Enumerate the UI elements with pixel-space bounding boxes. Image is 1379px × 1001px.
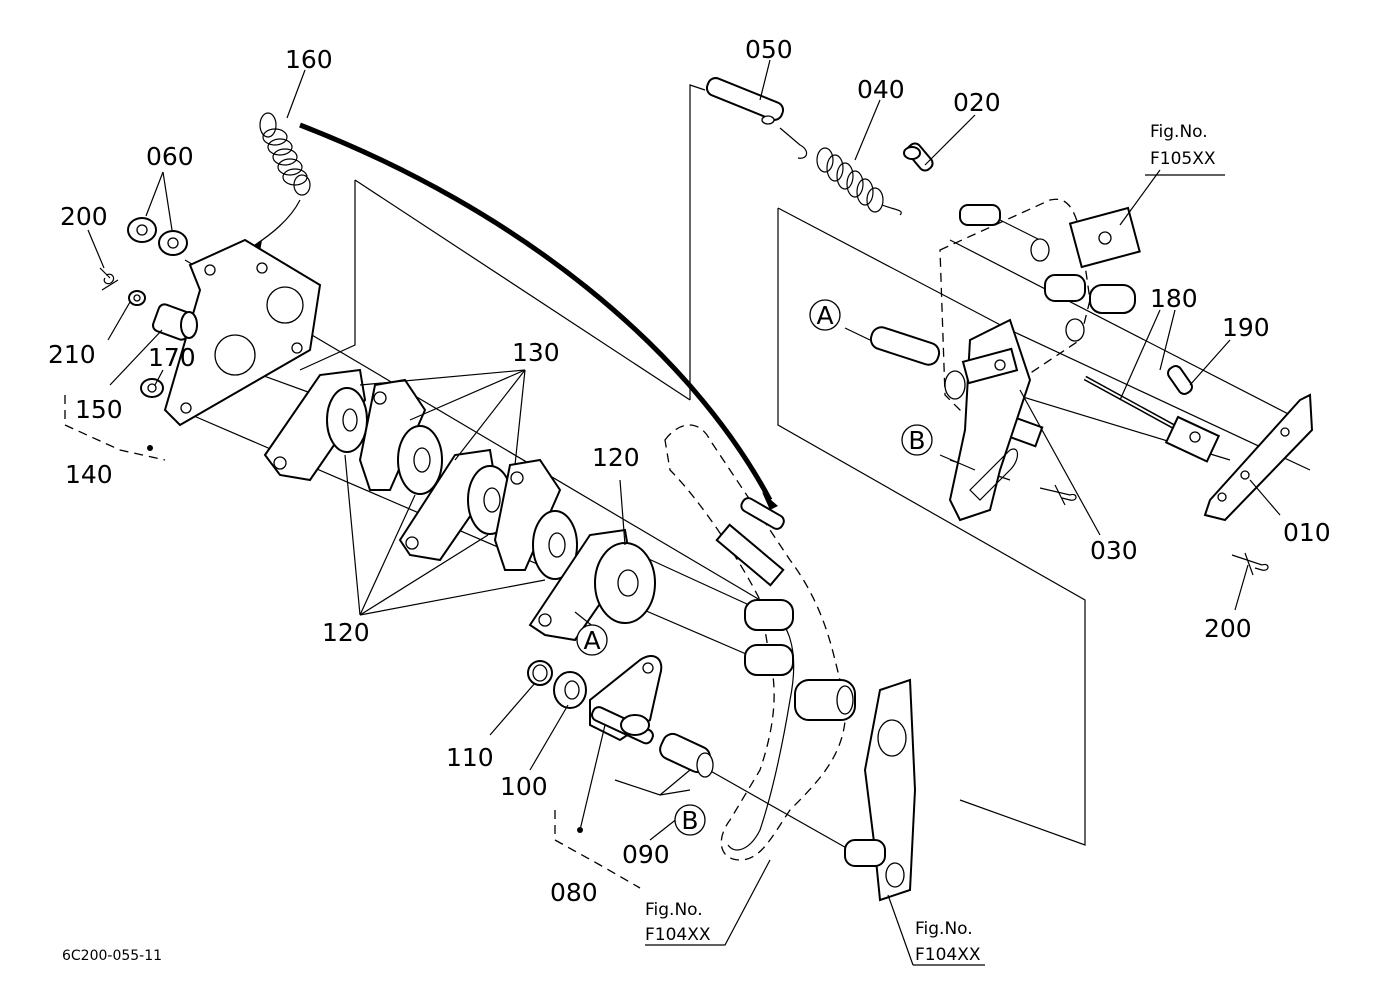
pin-020 — [903, 142, 934, 172]
pedal-arm-outline — [664, 424, 856, 861]
label-080: 080 — [550, 878, 598, 907]
label-200-left: 200 — [60, 202, 108, 231]
part-labels: 160 060 200 170 210 150 140 130 120 120 … — [48, 35, 1331, 907]
spring-040 — [816, 147, 902, 216]
label-010: 010 — [1283, 518, 1331, 547]
label-040: 040 — [857, 75, 905, 104]
bracket-140 — [163, 238, 322, 427]
figure-ref-f105-code: F105XX — [1150, 149, 1216, 169]
figure-ref-f105: Fig.No. F105XX — [1150, 122, 1216, 169]
callout-a-right: A — [809, 299, 841, 331]
label-120-top: 120 — [592, 443, 640, 472]
figure-ref-f105-label: Fig.No. — [1150, 122, 1208, 142]
label-060: 060 — [146, 142, 194, 171]
callout-a-right-text: A — [816, 301, 833, 330]
collar-150 — [151, 303, 198, 341]
lever-arm — [869, 318, 1032, 522]
cotter-pin-200-right — [1231, 552, 1269, 576]
figure-ref-f104-right: Fig.No. F104XX — [915, 919, 981, 965]
plate-stack-120-130 — [263, 368, 656, 642]
bar-010 — [1203, 393, 1314, 522]
label-130: 130 — [512, 338, 560, 367]
label-030: 030 — [1090, 536, 1138, 565]
label-120-bottom: 120 — [322, 618, 370, 647]
washer-100 — [553, 671, 587, 709]
clevis-190 — [1164, 365, 1221, 463]
label-180: 180 — [1150, 284, 1198, 313]
label-210: 210 — [48, 340, 96, 369]
figure-ref-f104-center: Fig.No. F104XX — [645, 900, 711, 945]
label-150: 150 — [75, 395, 123, 424]
figure-ref-f104-center-code: F104XX — [645, 925, 711, 945]
callout-a-left: A — [576, 624, 608, 656]
drawing-code: 6C200-055-11 — [62, 948, 162, 964]
label-170: 170 — [148, 343, 196, 372]
snap-ring-110 — [527, 660, 553, 686]
callout-b-bottom-text: B — [681, 806, 698, 835]
rod-180 — [1083, 375, 1182, 433]
figure-ref-f104-right-label: Fig.No. — [915, 919, 973, 939]
bushing-090 — [659, 732, 714, 778]
label-050: 050 — [745, 35, 793, 64]
leader-lines — [64, 59, 1281, 966]
figure-ref-f104-right-code: F104XX — [915, 945, 981, 965]
cotter-pin-030 — [1039, 484, 1077, 506]
label-140: 140 — [65, 460, 113, 489]
projection-lines — [179, 84, 1311, 851]
link-plate — [844, 678, 917, 902]
spring-160 — [259, 112, 311, 196]
label-100: 100 — [500, 772, 548, 801]
arm-080 — [589, 655, 663, 745]
washer-210 — [128, 290, 146, 306]
label-200-right: 200 — [1204, 614, 1252, 643]
callout-b-right: B — [901, 424, 933, 456]
callout-a-left-text: A — [583, 626, 600, 655]
figure-ref-f104-center-label: Fig.No. — [645, 900, 703, 920]
callout-b-bottom: B — [674, 804, 706, 836]
rod-050 — [705, 77, 808, 159]
label-110: 110 — [446, 743, 494, 772]
cotter-pin-200-left — [99, 267, 119, 291]
label-160: 160 — [285, 45, 333, 74]
label-020: 020 — [953, 88, 1001, 117]
label-090: 090 — [622, 840, 670, 869]
callout-b-right-text: B — [908, 426, 925, 455]
nuts-060 — [127, 217, 188, 256]
label-190: 190 — [1222, 313, 1270, 342]
nut-170 — [140, 378, 164, 398]
